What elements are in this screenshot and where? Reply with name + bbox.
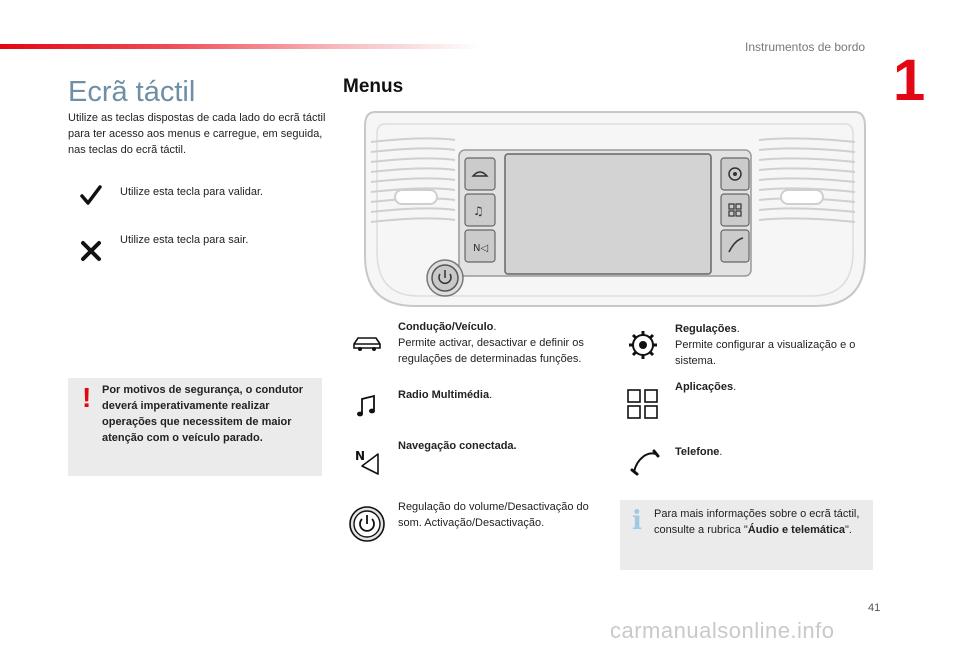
navigation-icon: N — [355, 449, 379, 475]
volume-item: Regulação do volume/Desactivação do som.… — [398, 501, 589, 529]
left-button-column — [464, 157, 496, 263]
warning-icon: ! — [82, 382, 92, 413]
connected-navigation-label: Navegação conectada. — [398, 440, 517, 452]
intro-paragraph: Utilize as teclas dispostas de cada lado… — [68, 112, 326, 156]
checkmark-icon — [80, 185, 102, 205]
svg-text:N: N — [355, 449, 365, 463]
car-icon — [353, 337, 381, 351]
gear-icon — [629, 331, 657, 359]
svg-text:N◁: N◁ — [473, 243, 488, 254]
validate-text: Utilize esta tecla para validar. — [120, 186, 264, 198]
info-icon: i — [632, 506, 642, 536]
right-air-vent — [758, 137, 856, 223]
section-title: Instrumentos de bordo — [745, 40, 866, 54]
music-note-icon — [357, 394, 375, 417]
radio-multimedia-label: Radio Multimédia — [398, 389, 490, 401]
apps-grid-icon — [627, 389, 658, 419]
settings-label: Regulações — [675, 323, 737, 335]
right-button-column — [720, 157, 750, 263]
volume-knob — [426, 259, 464, 297]
telephone-item: Telefone. — [675, 446, 723, 458]
exit-text: Utilize esta tecla para sair. — [120, 234, 249, 246]
menus-heading: Menus — [343, 76, 404, 97]
applications-item: Aplicações. — [675, 381, 737, 393]
driving-vehicle-label: Condução/Veículo — [398, 321, 494, 333]
page-title: Ecrã táctil — [68, 76, 196, 108]
watermark-text: carmanualsonline.info — [610, 618, 835, 643]
settings-item: Regulações. Permite configurar a visuali… — [675, 323, 856, 367]
svg-text:♫: ♫ — [473, 204, 484, 218]
chapter-number: 1 — [893, 48, 926, 113]
telephone-label: Telefone — [675, 446, 720, 458]
connected-navigation-item: Navegação conectada. — [398, 438, 598, 454]
radio-multimedia-item: Radio Multimédia. — [398, 389, 493, 401]
info-note-text: Para mais informações sobre o ecrã tácti… — [654, 508, 860, 536]
info-note-link: Áudio e telemática — [747, 524, 845, 536]
applications-label: Aplicações — [675, 381, 734, 393]
settings-desc: Permite configurar a visualização e o si… — [675, 339, 856, 367]
power-icon — [349, 506, 385, 542]
page-number: 41 — [868, 602, 881, 614]
safety-warning-box: ! Por motivos de segurança, o condutor d… — [68, 378, 322, 476]
phone-icon — [630, 449, 660, 476]
header-accent-bar — [0, 44, 480, 49]
driving-vehicle-item: Condução/Veículo. Permite activar, desac… — [398, 321, 584, 365]
dashboard-illustration: ♫ N◁ — [364, 111, 866, 307]
info-note-box: i Para mais informações sobre o ecrã tác… — [620, 500, 873, 570]
safety-warning-text: Por motivos de segurança, o condutor dev… — [102, 384, 304, 444]
driving-vehicle-desc: Permite activar, desactivar e definir os… — [398, 337, 584, 365]
close-icon — [81, 241, 101, 261]
left-air-vent — [370, 137, 456, 223]
